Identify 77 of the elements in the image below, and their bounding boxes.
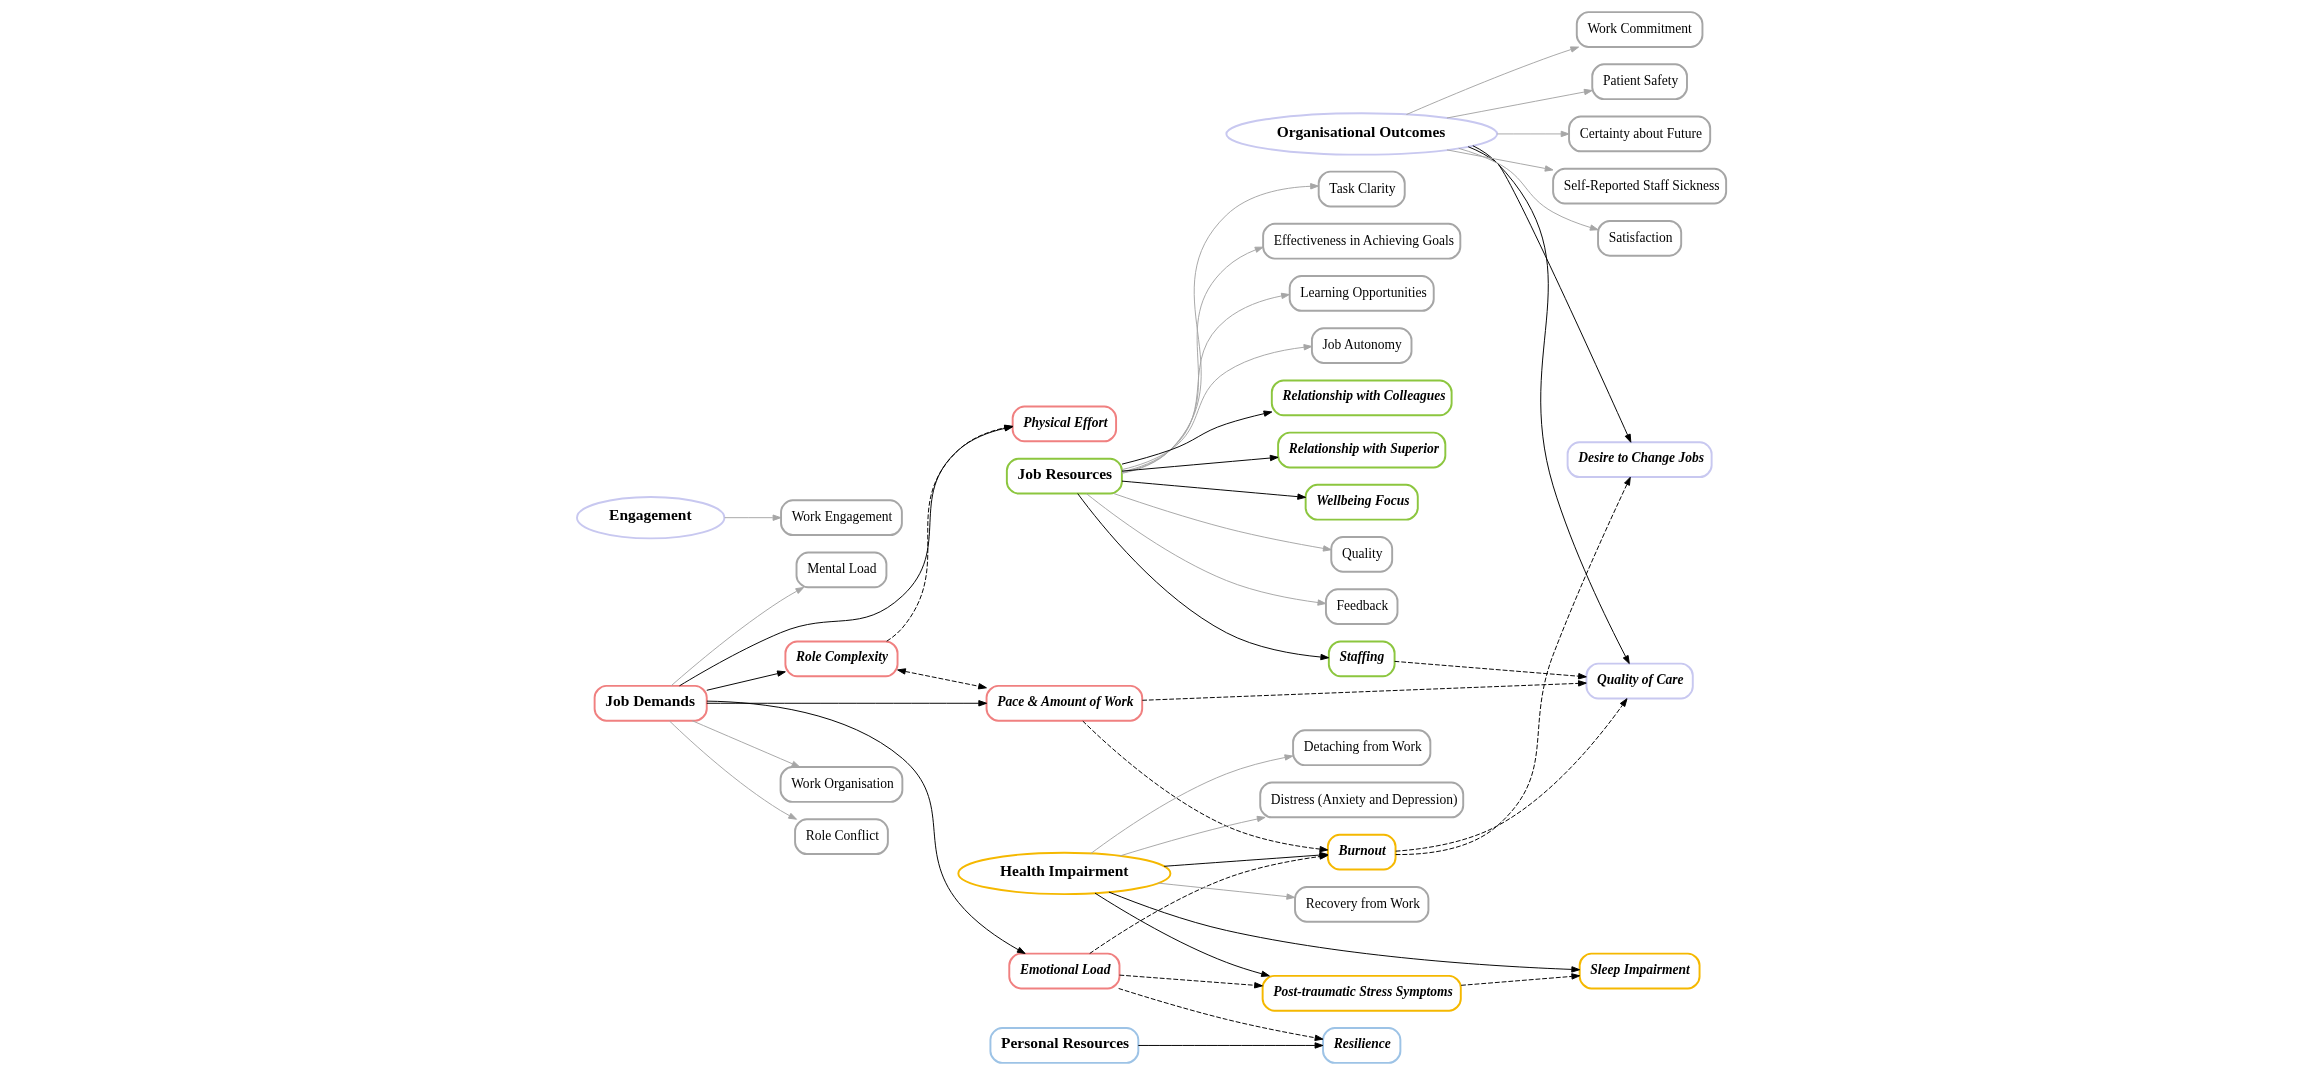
node-box: Work Organisation [779,766,903,803]
node-box: Feedback [1324,588,1398,625]
arrow [1121,292,1290,473]
arrow [896,668,987,690]
node-box: Emotional Load [1007,952,1120,990]
arrow [1141,680,1587,701]
node-box: Staffing [1327,640,1396,678]
arrow [1076,493,1329,661]
node-box: Resilience [1321,1027,1401,1064]
node-box: Wellbeing Focus [1304,483,1419,521]
arrow [1394,476,1631,855]
arrow [1119,815,1266,857]
arrow [1094,892,1270,977]
node-box: Physical Effort [1011,405,1117,443]
arrow [1118,974,1263,989]
node-box: Distress (Anxiety and Depression) [1258,781,1464,819]
node-box: Learning Opportunities [1288,275,1435,312]
arrow [705,700,987,707]
node-box: Certainty about Future [1567,115,1711,153]
node-box: Job Demands [593,684,708,722]
node-box: Job Autonomy [1310,327,1412,364]
arrow [1157,882,1295,900]
node-ellipse: Engagement [575,496,725,540]
arrow [1496,130,1569,138]
node-box: Recovery from Work [1293,885,1429,923]
arrow [691,720,800,768]
arrow [1107,891,1580,973]
arrow [1471,145,1630,665]
node-box: Burnout [1326,833,1396,871]
node-box: Mental Load [795,551,887,589]
arrow [1120,480,1306,500]
node-box: Relationship with Superior [1276,431,1446,469]
node-box: Sleep Impairment [1578,952,1700,990]
arrow [1446,149,1553,172]
node-box: Relationship with Colleagues [1270,379,1453,417]
node-box: Personal Resources [988,1027,1139,1064]
node-box: Satisfaction [1596,219,1682,257]
arrow [1120,183,1319,474]
arrow [1120,454,1279,472]
arrow [1081,720,1328,853]
arrow [1394,698,1627,852]
arrow [670,586,804,687]
arrow [668,720,797,820]
node-box: Quality [1329,536,1393,573]
arrow [1460,973,1580,986]
node-ellipse: Health Impairment [956,851,1171,896]
node-ellipse: Organisational Outcomes [1224,112,1498,156]
arrow [1137,1042,1323,1049]
arrow [1117,988,1323,1041]
arrow [1112,493,1332,552]
node-box: Self-Reported Staff Sickness [1551,167,1727,205]
node-box: Role Conflict [793,818,889,856]
arrow [705,700,1026,954]
node-box: Patient Safety [1590,63,1688,101]
node-box: Job Resources [1005,457,1123,495]
arrow [1393,660,1587,680]
node-box: Detaching from Work [1291,729,1431,767]
node-box: Work Commitment [1575,11,1703,48]
arrow [1457,147,1599,231]
arrow [1446,88,1593,119]
arrow [1089,754,1293,854]
arrow [1405,46,1579,116]
arrow [1085,493,1326,606]
node-box: Task Clarity [1317,170,1406,208]
arrow [1121,344,1312,471]
node-box: Quality of Care [1585,662,1694,700]
node-box: Effectiveness in Achieving Goals [1261,222,1461,260]
arrow [1467,146,1631,443]
arrow [1121,246,1263,474]
node-box: Role Complexity [783,640,898,678]
node-box: Desire to Change Jobs [1566,441,1713,479]
arrow [723,514,781,521]
node-box: Work Engagement [779,499,903,537]
arrow [705,670,786,691]
node-box: Post-traumatic Stress Symptoms [1261,974,1462,1012]
arrow [1121,410,1272,465]
node-box: Pace & Amount of Work [985,684,1143,722]
